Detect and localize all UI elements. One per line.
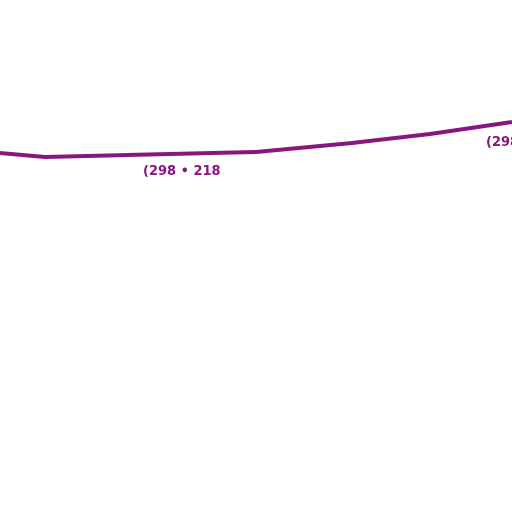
route-label-298-218: (298 • 218 <box>143 164 221 179</box>
route-line[interactable] <box>0 120 512 159</box>
route-label-298: (298 <box>486 135 512 150</box>
